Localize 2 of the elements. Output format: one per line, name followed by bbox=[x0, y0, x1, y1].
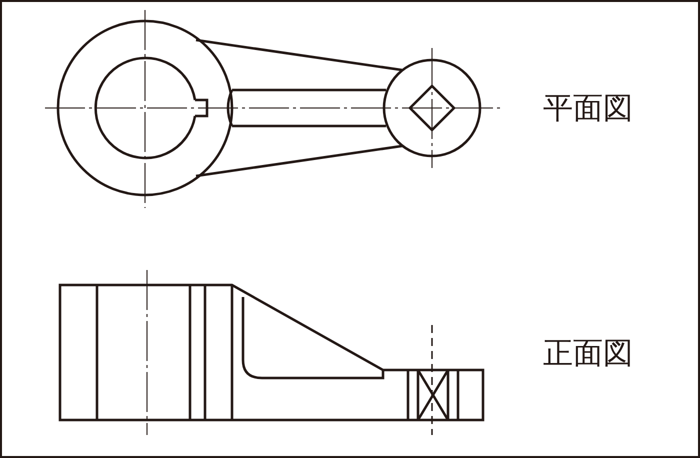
view-label: 正面図 bbox=[543, 339, 633, 369]
view-label: 平面図 bbox=[543, 94, 633, 124]
